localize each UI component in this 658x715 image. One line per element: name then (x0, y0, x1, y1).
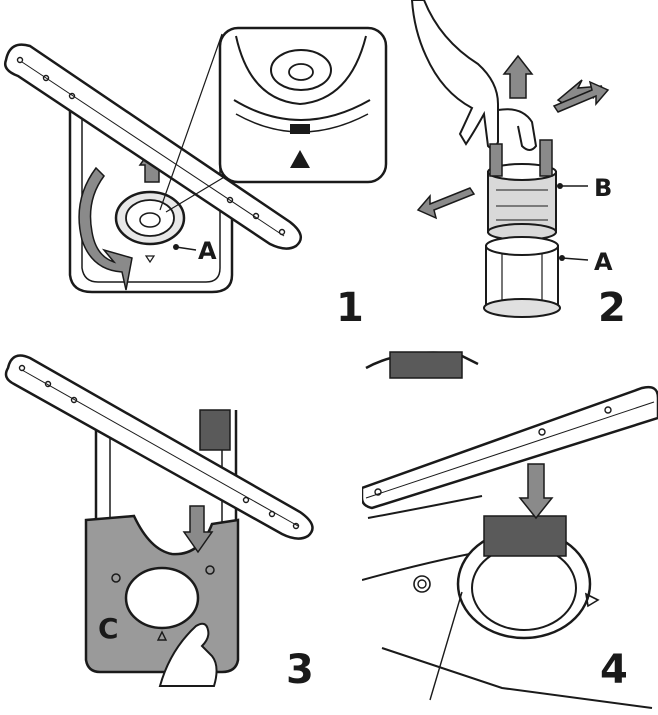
push-down-arrow-icon (182, 505, 214, 554)
squeeze-arrow-left-icon (416, 187, 476, 220)
callout-b-panel-2: B (594, 174, 612, 202)
panel-3-remove-plate: C (4, 354, 314, 687)
panel-1-rotate-filter: A (4, 26, 388, 294)
panel-4-insert-filter (362, 351, 658, 709)
tub-outline (68, 95, 234, 294)
step-number-2: 2 (598, 285, 626, 331)
triangle-marker-icon (290, 150, 310, 168)
callout-c-panel-3: C (98, 612, 119, 645)
zoom-detail-box (218, 26, 388, 184)
hand-icon (410, 0, 499, 150)
step-number-1: 1 (336, 285, 364, 331)
spray-arm (362, 385, 658, 510)
callout-a-panel-1: A (198, 237, 217, 265)
step-number-3: 3 (286, 647, 314, 693)
squeeze-arrow-right-icon (552, 80, 610, 113)
insert-down-arrow-icon (518, 463, 554, 520)
lift-arrow-icon (502, 54, 534, 99)
hand-icon (158, 622, 218, 687)
step-number-4: 4 (600, 647, 628, 693)
triangle-marker-icon (584, 592, 600, 608)
callout-a-panel-2: A (594, 248, 613, 276)
rotate-arrow-icon (78, 166, 133, 291)
panel-2-separate-filter: B A (410, 0, 613, 318)
